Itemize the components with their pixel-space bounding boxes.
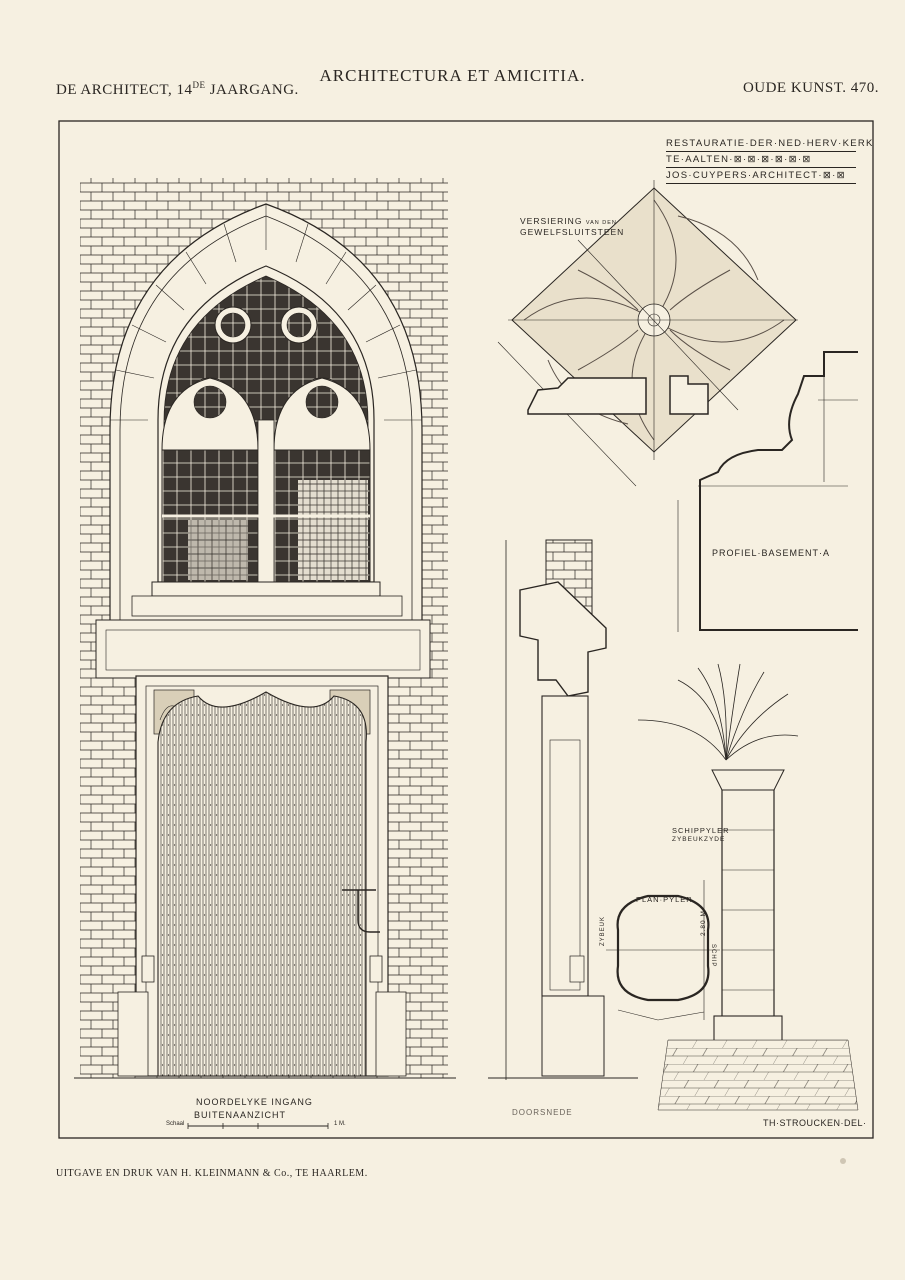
ornament-label-2: GEWELFSLUITSTEEN: [520, 227, 625, 237]
entrance-elevation: [74, 178, 456, 1129]
architectural-drawing-plate: [58, 120, 874, 1139]
header-left: DE ARCHITECT, 14DE JAARGANG.: [56, 80, 299, 99]
profile-basement: [677, 351, 858, 632]
header-journal: DE ARCHITECT, 14: [56, 82, 193, 98]
title-block: RESTAURATIE·DER·NED·HERV·KERK TE·AALTEN·…: [666, 136, 872, 186]
column-pier: [637, 663, 859, 1111]
scale-prefix: Schaal: [166, 1121, 185, 1127]
paper-spot: [840, 1158, 846, 1164]
draftsman-credit: TH·STROUCKEN·DEL·: [763, 1118, 867, 1128]
wall-section: [488, 539, 638, 1080]
ornament-label: VERSIERING VAN DEN: [520, 216, 617, 226]
title-line-3: JOS·CUYPERS·ARCHITECT·⊠·⊠: [666, 168, 856, 184]
column-section-label: SCHIPPYLER: [672, 826, 730, 835]
title-line-1: RESTAURATIE·DER·NED·HERV·KERK: [666, 136, 872, 152]
pier-plan-label: PLAN·PYLER: [636, 895, 693, 904]
scale-suffix: 1 M.: [334, 1121, 346, 1127]
pier-plan: [606, 894, 720, 1021]
title-line-2: TE·AALTEN·⊠·⊠·⊠·⊠·⊠·⊠: [666, 152, 856, 168]
header-right: OUDE KUNST. 470.: [742, 80, 879, 96]
column-section-label-2: ZYBEUKZYDE: [672, 836, 726, 843]
publisher-footer: UITGAVE EN DRUK VAN H. KLEINMANN & Co., …: [56, 1168, 368, 1179]
ornament-label-small: VAN DEN: [585, 220, 617, 226]
pier-right-label: SCHIP: [710, 944, 716, 968]
entrance-subtitle: BUITENAANZICHT: [194, 1110, 287, 1120]
pier-left-label: ZYBEUK: [600, 915, 606, 946]
pier-height-label: 2.80 M: [700, 910, 707, 936]
entrance-title: NOORDELYKE INGANG: [196, 1097, 313, 1107]
section-label: DOORSNEDE: [512, 1108, 573, 1117]
header-center-title: ARCHITECTURA ET AMICITIA.: [319, 66, 586, 85]
profile-label: PROFIEL·BASEMENT·A: [712, 548, 831, 558]
ornament-label-1: VERSIERING: [520, 216, 583, 226]
keystone-ornament: [497, 180, 798, 487]
header-volume: JAARGANG.: [205, 82, 299, 98]
header-ordinal: DE: [192, 80, 206, 90]
